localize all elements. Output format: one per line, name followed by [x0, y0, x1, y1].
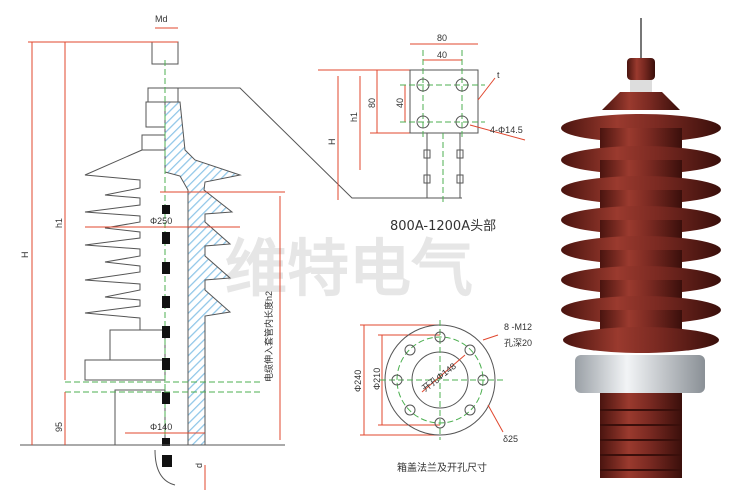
width-80-label: 80: [437, 33, 447, 43]
bore-label: 开孔Φ148: [420, 361, 458, 394]
watermark: 维特电气: [225, 232, 473, 305]
phi240-label: Φ240: [353, 370, 363, 392]
head-caption: 800A-1200A头部: [390, 219, 496, 234]
insulator-photo: [561, 18, 721, 478]
height-40-label: 40: [395, 98, 405, 108]
height-80-label: 80: [367, 98, 377, 108]
head-detail-drawing: 80 40 80 40 H h1 t 4-Φ14.5 800A-1200A头部: [318, 33, 526, 234]
flange-caption: 箱盖法兰及开孔尺寸: [397, 461, 487, 474]
width-40-label: 40: [437, 50, 447, 60]
h1-label: h1: [54, 218, 64, 228]
holes-label: 4-Φ14.5: [490, 125, 523, 135]
H-label: H: [20, 252, 30, 259]
head-H-label: H: [327, 139, 337, 146]
phi250-label: Φ250: [150, 216, 172, 226]
flange-detail-drawing: Φ240 Φ210 8 -M12 孔深20 开孔Φ148 δ25 箱盖法兰及开孔…: [353, 320, 532, 474]
phi140-label: Φ140: [150, 422, 172, 432]
md-label: Md: [155, 14, 168, 24]
head-h1-label: h1: [349, 112, 359, 122]
d-label: d: [194, 463, 204, 468]
phi210-label: Φ210: [372, 368, 382, 390]
depth-label: 孔深20: [504, 338, 532, 348]
thickness-label: δ25: [503, 434, 518, 444]
h2-label: 电缆伸入套管内长度h2: [263, 291, 274, 382]
bolts-label: 8 -M12: [504, 322, 532, 332]
thickness-t-label: t: [497, 70, 500, 80]
main-section-drawing: Md H h1 95 Φ250 Φ140 d 电缆伸入套管内长度h2: [20, 14, 462, 490]
dim-95-label: 95: [54, 422, 64, 432]
